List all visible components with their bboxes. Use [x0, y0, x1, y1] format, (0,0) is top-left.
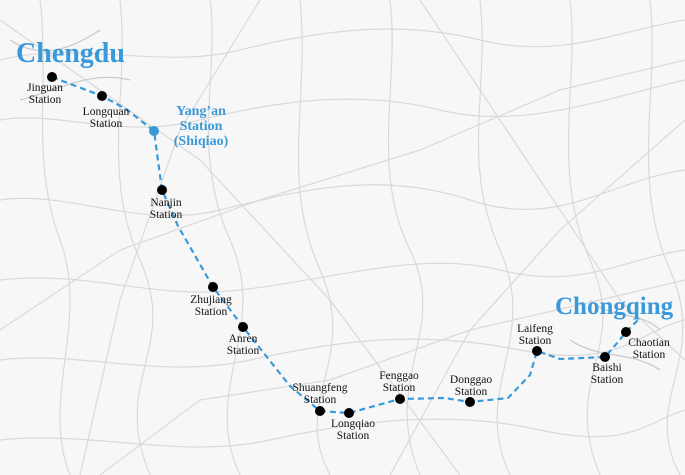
station-label-name: Longquan [82, 106, 130, 118]
station-label-donggao: Donggao Station [440, 374, 502, 398]
road [419, 0, 685, 361]
road [569, 339, 661, 371]
station-label-yangan-name: Yang’an [176, 104, 226, 119]
road [0, 19, 685, 61]
station-label-name: Fenggao [379, 370, 419, 382]
station-label-name: Anren [228, 333, 258, 345]
station-dot-donggao[interactable] [465, 397, 475, 407]
station-dot-nanjin[interactable] [157, 185, 167, 195]
station-dot-fenggao[interactable] [395, 394, 405, 404]
station-label-jinguan: Jinguan Station [15, 82, 75, 106]
station-dot-anren[interactable] [238, 322, 248, 332]
station-label-fenggao: Fenggao Station [368, 370, 430, 394]
station-label-name: Zhujiang [190, 294, 232, 306]
road [0, 19, 461, 475]
station-label-name: Jinguan [27, 82, 63, 94]
station-label-suffix: Station [382, 382, 416, 394]
station-label-laifeng: Laifeng Station [507, 323, 563, 347]
road [389, 119, 685, 475]
station-label-zhujiang: Zhujiang Station [180, 294, 242, 318]
station-label-yangan-subname: (Shiqiao) [173, 134, 229, 149]
station-dot-laifeng[interactable] [532, 346, 542, 356]
road [0, 169, 685, 217]
route-line[interactable] [51, 75, 641, 415]
station-label-longqiao: Longqiao Station [322, 418, 384, 442]
station-dot-chaotian[interactable] [621, 327, 631, 337]
station-label-suffix: Station [226, 345, 260, 357]
road [117, 0, 154, 475]
station-label-suffix: Station [454, 386, 488, 398]
road [589, 299, 661, 331]
station-dot-longqiao[interactable] [344, 408, 354, 418]
station-label-suffix: Station [149, 209, 183, 221]
station-label-anren: Anren Station [213, 333, 273, 357]
city-label-chengdu: Chengdu [16, 38, 125, 69]
station-label-suffix: Station [89, 118, 123, 130]
station-label-baishi: Baishi Station [580, 362, 634, 386]
station-label-name: Laifeng [517, 323, 553, 335]
station-dot-baishi[interactable] [600, 352, 610, 362]
station-label-suffix: Station [632, 349, 666, 361]
road [99, 279, 685, 475]
road [79, 0, 261, 475]
road [0, 59, 685, 331]
station-label-name: Chaotian [628, 337, 670, 349]
station-label-suffix: Station [590, 374, 624, 386]
road [207, 0, 244, 475]
road [477, 0, 514, 475]
road [0, 319, 685, 368]
station-label-suffix: Station [194, 306, 228, 318]
road [39, 0, 71, 475]
station-label-name: Shuangfeng [292, 382, 348, 394]
station-label-suffix: Station [303, 394, 337, 406]
station-dot-longquan[interactable] [97, 91, 107, 101]
station-label-name: Nanjin [150, 197, 182, 209]
station-label-name: Baishi [592, 362, 622, 374]
station-dot-shuangfeng[interactable] [315, 406, 325, 416]
station-label-suffix: Station [518, 335, 552, 347]
station-label-chaotian: Chaotian Station [618, 337, 680, 361]
rail-route [51, 75, 641, 415]
station-dot-zhujiang[interactable] [208, 282, 218, 292]
road [567, 0, 604, 475]
road [0, 409, 685, 448]
station-label-nanjin: Nanjin Station [136, 197, 196, 221]
station-label-yangan: Yang’an Station (Shiqiao) [160, 104, 242, 149]
station-label-suffix: Station [336, 430, 370, 442]
station-label-longquan: Longquan Station [74, 106, 138, 130]
station-label-name: Donggao [449, 374, 493, 386]
road [647, 0, 684, 475]
road [387, 0, 424, 475]
station-dot-yangan[interactable] [149, 126, 159, 136]
road [0, 79, 685, 128]
road [19, 76, 131, 101]
station-label-yangan-suffix: Station [179, 119, 223, 134]
city-label-chongqing: Chongqing [555, 293, 674, 320]
station-label-shuangfeng: Shuangfeng Station [283, 382, 357, 406]
road [0, 249, 685, 293]
station-dot-jinguan[interactable] [47, 72, 57, 82]
station-label-name: Longqiao [330, 418, 376, 430]
road [9, 29, 101, 52]
station-label-suffix: Station [28, 94, 62, 106]
